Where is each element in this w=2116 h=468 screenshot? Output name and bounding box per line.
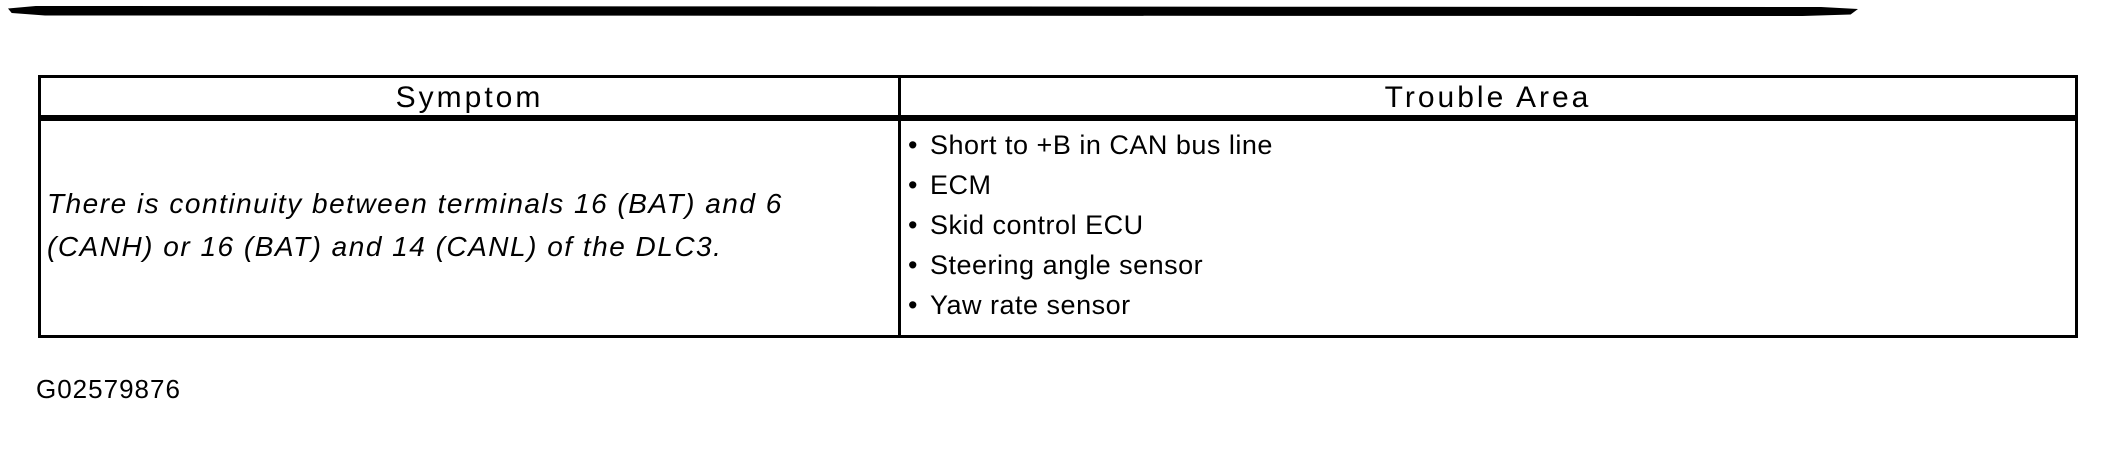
trouble-area-item: Yaw rate sensor	[908, 285, 2065, 325]
bullet-icon	[908, 165, 930, 205]
figure-id-caption: G02579876	[36, 374, 181, 404]
symptom-cell: There is continuity between terminals 16…	[41, 121, 901, 335]
symptom-text-line-2: (CANH) or 16 (BAT) and 14 (CANL) of the …	[47, 231, 723, 262]
trouble-area-label: Short to +B in CAN bus line	[930, 130, 1273, 160]
bullet-icon	[908, 245, 930, 285]
trouble-area-item: Steering angle sensor	[908, 245, 2065, 285]
bullet-icon	[908, 285, 930, 325]
column-header-symptom: Symptom	[41, 78, 901, 121]
trouble-area-label: Skid control ECU	[930, 210, 1144, 240]
bullet-icon	[908, 205, 930, 245]
trouble-area-item: Short to +B in CAN bus line	[908, 125, 2065, 165]
symptom-text-line-1: There is continuity between terminals 16…	[47, 188, 783, 219]
scan-artifact-bar	[8, 6, 1858, 16]
trouble-area-label: Steering angle sensor	[930, 250, 1204, 280]
trouble-area-item: ECM	[908, 165, 2065, 205]
trouble-area-label: ECM	[930, 170, 992, 200]
column-header-trouble-area: Trouble Area	[901, 78, 2075, 121]
trouble-area-label: Yaw rate sensor	[930, 290, 1131, 320]
bullet-icon	[908, 125, 930, 165]
symptom-trouble-table: Symptom Trouble Area There is continuity…	[38, 75, 2078, 338]
trouble-area-cell: Short to +B in CAN bus line ECM Skid con…	[901, 121, 2075, 335]
trouble-area-item: Skid control ECU	[908, 205, 2065, 245]
